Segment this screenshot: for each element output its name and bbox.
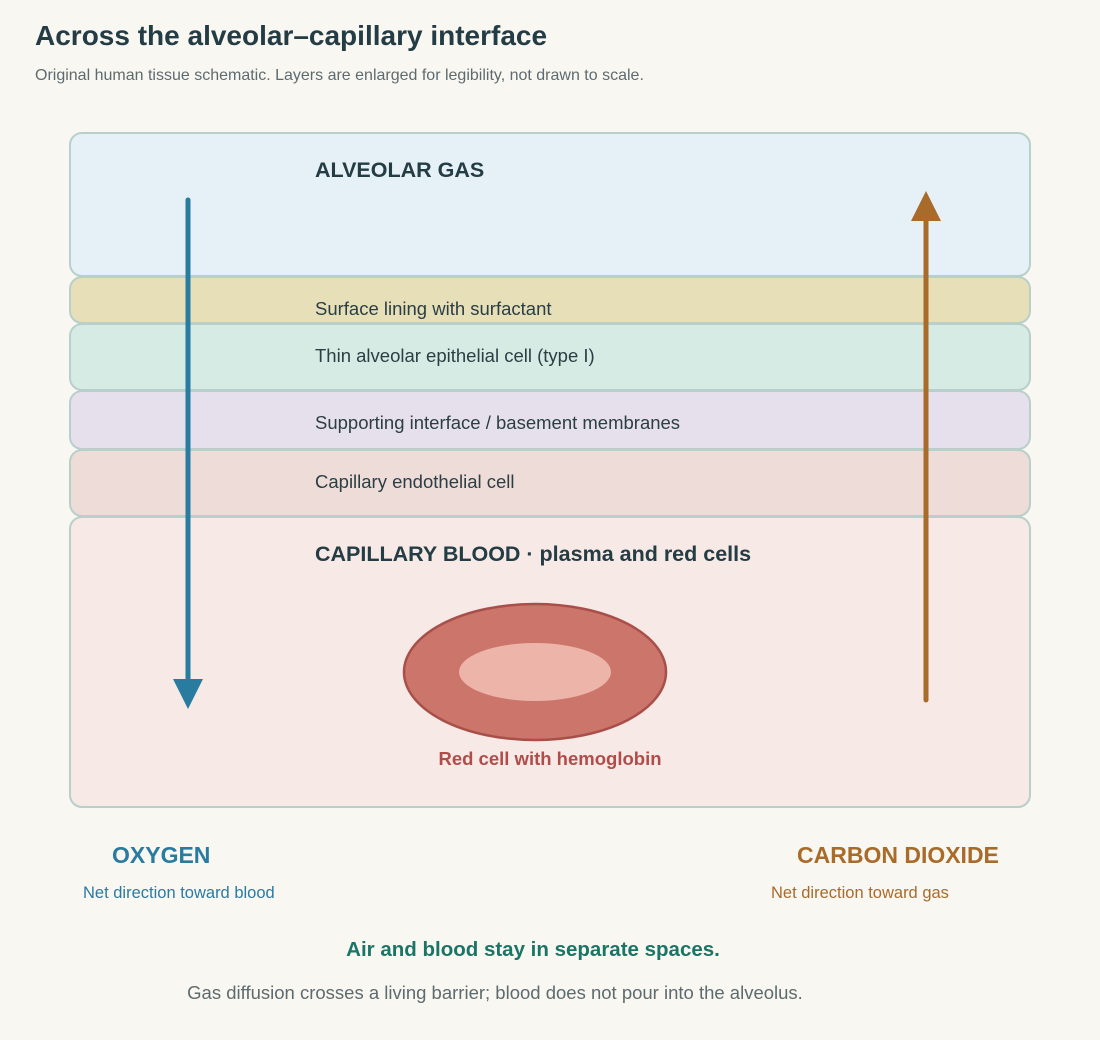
capillary-blood-label: CAPILLARY BLOOD · plasma and red cells: [315, 542, 751, 566]
red-cell-label: Red cell with hemoglobin: [438, 748, 661, 769]
layer-endothelial-cell-label: Capillary endothelial cell: [315, 471, 515, 492]
footer-body: Gas diffusion crosses a living barrier; …: [187, 982, 803, 1003]
page-title: Across the alveolar–capillary interface: [35, 20, 548, 51]
layer-epithelial-cell-label: Thin alveolar epithelial cell (type I): [315, 345, 595, 366]
footer-headline: Air and blood stay in separate spaces.: [346, 938, 720, 961]
layer-surfactant-label: Surface lining with surfactant: [315, 298, 552, 319]
page-subtitle: Original human tissue schematic. Layers …: [35, 67, 644, 84]
carbon-dioxide-direction-note: Net direction toward gas: [771, 884, 949, 902]
red-cell-center: [459, 643, 611, 701]
layer-endothelial-cell: [69, 449, 1031, 517]
layer-basement-membranes-label: Supporting interface / basement membrane…: [315, 412, 680, 433]
oxygen-label: OXYGEN: [112, 842, 211, 868]
alveolar-gas-label: ALVEOLAR GAS: [315, 158, 484, 182]
carbon-dioxide-label: CARBON DIOXIDE: [797, 842, 999, 868]
alveolar-gas-zone: [69, 132, 1031, 277]
oxygen-direction-note: Net direction toward blood: [83, 884, 275, 902]
